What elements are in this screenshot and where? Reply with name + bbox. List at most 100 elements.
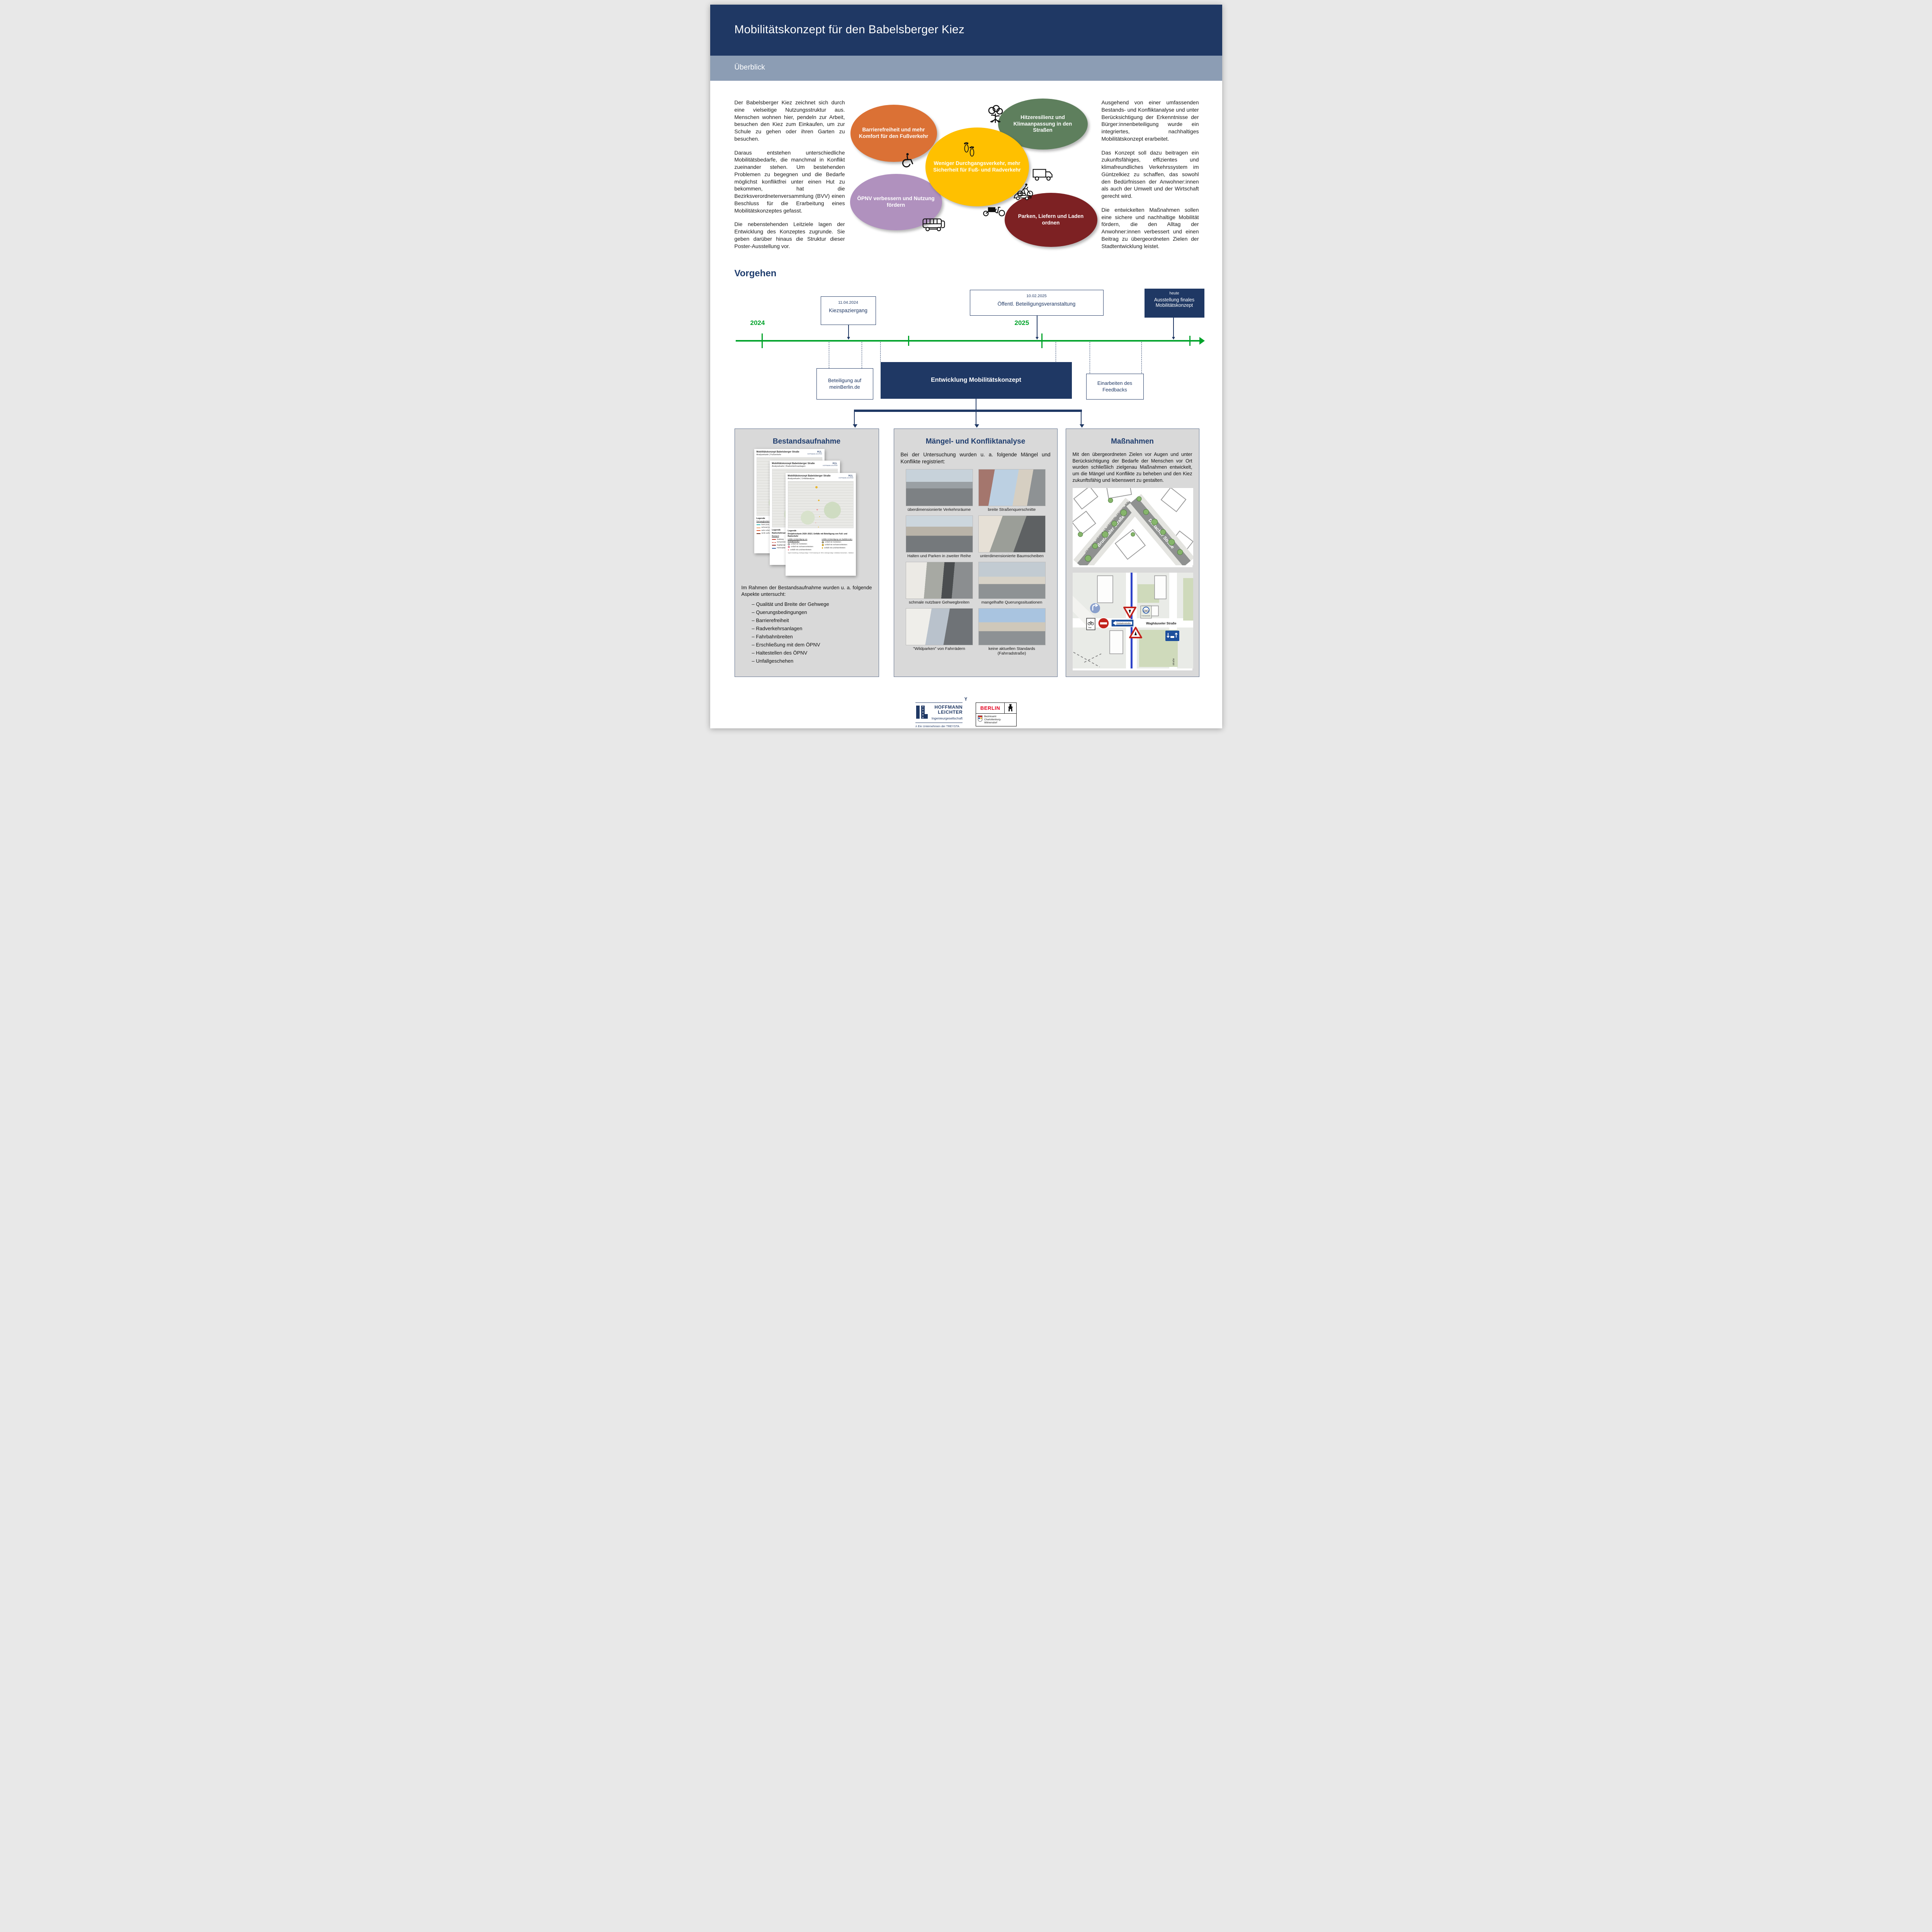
hl-name-1: HOFFMANN [934, 704, 963, 710]
legend-item: Radfahrstreifen [772, 544, 838, 546]
massnahmen-intro: Mit den übergeordneten Zielen vor Augen … [1072, 452, 1192, 483]
legend-subtitle: Radverkehrsanlagen [772, 532, 791, 535]
page-title: Mobilitätskonzept für den Babelsberger K… [734, 23, 965, 36]
no-entry-sign-icon [1097, 617, 1109, 629]
hl-name-2: LEICHTER [938, 709, 963, 715]
event-arrow [848, 325, 849, 337]
bullet-item: – Haltestellen des ÖPNV [752, 650, 808, 656]
bullet-item: – Erschließung mit dem ÖPNV [752, 641, 820, 648]
legend-swatch [756, 530, 760, 531]
hoffmann-leichter-logo: Y HOFFMANN LEICHTER Ingenieurgesellschaf… [915, 697, 967, 728]
photo-caption: keine aktuellen Standards (Fahrradstraße… [988, 646, 1035, 656]
event-arrowhead-icon [847, 337, 850, 340]
map-card-subtitle: Analysekarte | Unfallanalyse [787, 478, 815, 480]
event-date: 11.04.2024 [838, 300, 858, 305]
photo-cell: "Wildparken" von Fahrrädern [905, 608, 973, 659]
treysta-y-icon: Y [964, 696, 968, 702]
berlin-wordmark: BERLIN [976, 703, 1005, 713]
goal-label: Barrierefreiheit und mehr Komfort für de… [859, 127, 929, 139]
footer: Y HOFFMANN LEICHTER Ingenieurgesellschaf… [710, 697, 1222, 728]
phase-box-entwicklung: Entwicklung Mobilitätskonzept [880, 362, 1072, 399]
legend-item: Fahrradstraße [772, 547, 838, 549]
legend-item: Unfall mit Leichtverletzten [787, 549, 820, 551]
legend-item: Unfall mit Leichtverletzten [821, 547, 854, 549]
goal-label: Weniger Durchgangsverkehr, mehr Sicherhe… [933, 160, 1021, 173]
legend-swatch [756, 527, 760, 528]
timeline-tick-2025 [1041, 333, 1043, 348]
section-heading-vorgehen: Vorgehen [734, 268, 777, 279]
bullet-item: – Unfallgeschehen [752, 658, 794, 664]
legend-swatch [756, 524, 760, 526]
event-arrowhead-icon [1035, 337, 1039, 340]
maengel-intro: Bei der Untersuchung wurden u. a. folgen… [900, 452, 1051, 464]
goal-ellipse-durchgangsverkehr: Weniger Durchgangsverkehr, mehr Sicherhe… [925, 128, 1029, 206]
car-icon [1013, 190, 1032, 201]
map-card-unfallanalyse: Mobilitätskonzept Babelsberger Straße An… [785, 473, 856, 576]
paragraph: Die entwickelten Maßnahmen sollen eine s… [1101, 206, 1199, 249]
photo-caption: breite Straßenquerschnitte [988, 507, 1036, 512]
svg-text:frei: frei [1088, 627, 1092, 629]
legend-group-cyclists: Unfälle mit Beteiligung von Radfahrenden… [821, 538, 854, 551]
year-label-2024: 2024 [750, 319, 765, 327]
phase-box-meinberlin: Beteiligung auf meinBerlin.de [816, 368, 873, 400]
paragraph: Die nebenstehenden Leitziele lagen der E… [734, 221, 845, 249]
year-label-2025: 2025 [1014, 319, 1029, 327]
hl-tagline: ⅄ Ein Unternehmen der TREYSTA [915, 724, 959, 728]
goal-label: Parken, Liefern und Laden ordnen [1018, 213, 1084, 226]
photo-cell: unterdimensionierte Baumscheiben [978, 515, 1046, 562]
turn-left-sign-icon [1092, 604, 1098, 611]
bullet-item: – Qualität und Breite der Gehwege [752, 601, 829, 607]
berlin-bear-icon [1005, 703, 1016, 713]
panel-title: Mängel- und Konfliktanalyse [925, 437, 1026, 446]
goal-ellipse-fussverkehr: Barrierefreiheit und mehr Komfort für de… [850, 105, 937, 162]
legend-subtitle: Dreijahreskarte 2020–2022 | Unfälle mit … [787, 533, 847, 538]
bus-icon [922, 216, 946, 233]
bestand-bullet-list: – Qualität und Breite der Gehwege – Quer… [752, 600, 872, 665]
photo-caption: "Wildparken" von Fahrrädern [913, 646, 965, 651]
berlin-logo: BERLIN [976, 702, 1017, 726]
event-date: 10.02.2025 [1026, 294, 1047, 298]
district-coat-of-arms-icon [978, 715, 983, 722]
legend-swatch [772, 545, 776, 546]
panel-title: Maßnahmen [1111, 437, 1154, 446]
goal-ellipse-parken: Parken, Liefern und Laden ordnen [1004, 193, 1097, 247]
legend-swatch [772, 542, 776, 543]
timeline-axis [735, 340, 1201, 342]
photo [905, 561, 973, 599]
svg-text:Einbahnstraße: Einbahnstraße [1117, 622, 1131, 625]
connector-bar [854, 410, 1082, 412]
paragraph: Das Konzept soll dazu beitragen ein zuku… [1101, 149, 1199, 199]
street-label-fragment: straße [1172, 658, 1175, 665]
phase-label: Beteiligung auf meinBerlin.de [828, 377, 861, 390]
goal-ellipse-oepnv: ÖPNV verbessern und Nutzung fördern [850, 174, 942, 230]
bikes-free-sign-icon: frei [1086, 618, 1095, 630]
photo [978, 608, 1046, 645]
connector-arrowhead-icon [1079, 424, 1084, 428]
hl-mini-logo: H|L HOFFMANN LEICHTER [823, 463, 838, 466]
intro-left-text: Der Babelsberger Kiez zeichnet sich durc… [735, 99, 845, 256]
event-label: Öffentl. Beteiligungsveranstaltung [997, 301, 1076, 307]
event-arrowhead-icon [1172, 337, 1175, 340]
legend-title: Legende [756, 517, 765, 520]
poster: Mobilitätskonzept für den Babelsberger K… [710, 5, 1222, 728]
massnahmen-plan-image: Bruchsaler Straße Durlacher Straße 3,50 … [1071, 482, 1194, 573]
legend-dot [787, 543, 790, 545]
photo [905, 515, 973, 553]
goal-label: Hitzeresilienz und Klimaanpassung in den… [1013, 114, 1072, 133]
legend-subtitle: Gehwegbreiten [756, 520, 770, 523]
legend-item: Unfall mit Schwerverletzten [821, 544, 854, 546]
connector-drop [854, 412, 855, 425]
legend-dot [821, 541, 824, 543]
event-box-ausstellung-heute: heute Ausstellung finales Mobilitätskonz… [1144, 289, 1204, 318]
event-box-kiezspaziergang: 11.04.2024 Kiezspaziergang [820, 296, 876, 325]
photo [978, 561, 1046, 599]
timeline-arrowhead-icon [1199, 337, 1205, 345]
legend-dot [821, 544, 824, 546]
panel-massnahmen: Maßnahmen Mit den übergeordneten Zielen … [1065, 429, 1199, 677]
photo-cell: mangelhafte Querungssituationen [978, 561, 1046, 608]
bestand-intro: Im Rahmen der Bestandsaufnahme wurden u.… [741, 585, 872, 597]
timeline-tick-2024 [761, 333, 763, 348]
map-card-title: Mobilitätskonzept Babelsberger Straße [787, 475, 831, 477]
photo-caption: mangelhafte Querungssituationen [981, 600, 1043, 605]
legend-dot [821, 547, 823, 549]
